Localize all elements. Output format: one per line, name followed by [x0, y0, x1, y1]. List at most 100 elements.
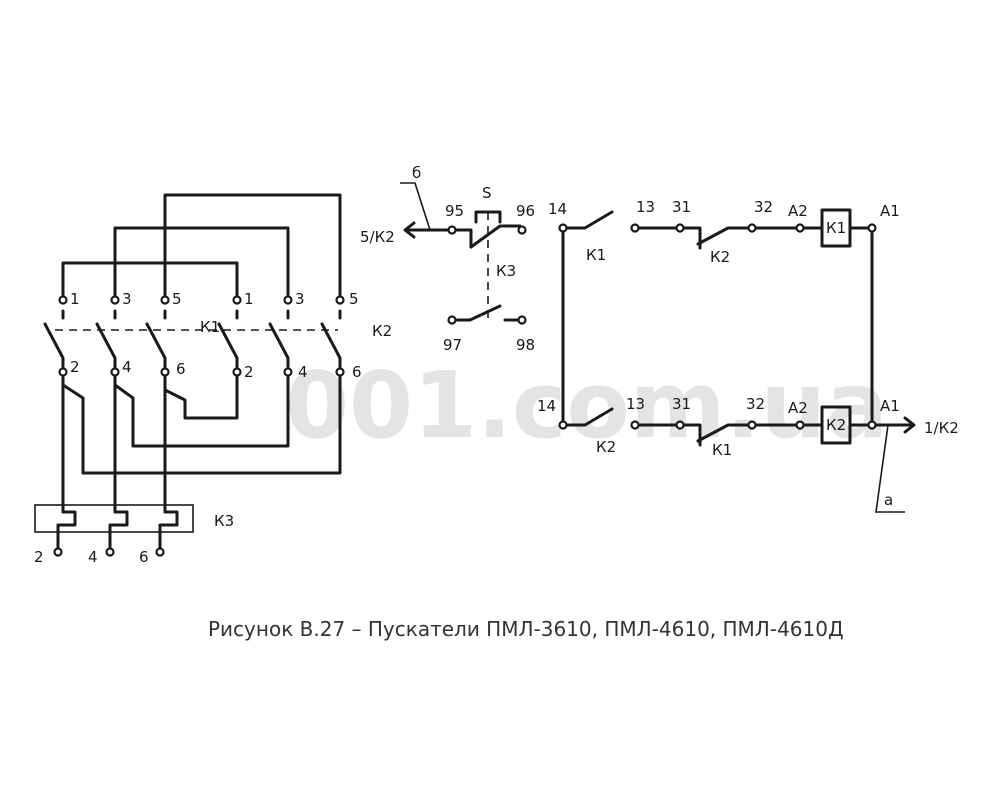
thermal-relay-box	[34, 504, 194, 533]
bus-loop-5	[163, 193, 342, 302]
contact-blade-3	[145, 309, 167, 374]
rung2-k2-contact	[563, 407, 614, 427]
rung2-terminal-a2: А2	[788, 399, 808, 417]
rung2-terminal-a1: А1	[880, 397, 900, 415]
terminal-dot	[447, 315, 457, 325]
output-label: 6	[139, 548, 149, 566]
terminal-dot	[155, 547, 165, 557]
terminal-dot	[447, 225, 457, 235]
terminal-dot	[630, 223, 640, 233]
terminal-dot	[517, 225, 527, 235]
terminal-dot	[283, 367, 293, 377]
heater-2	[108, 510, 129, 552]
terminal-dot	[160, 295, 170, 305]
terminal-dot	[110, 295, 120, 305]
heater-3	[158, 510, 179, 552]
terminal-dot	[232, 295, 242, 305]
terminal-dot	[795, 223, 805, 233]
contact-blade-4	[217, 309, 239, 374]
terminal-dot	[232, 367, 242, 377]
terminal-label-98: 98	[516, 336, 535, 354]
contact-blade-2	[95, 309, 117, 374]
label-b: б	[412, 164, 421, 182]
terminal-dot	[675, 420, 685, 430]
leader-b	[400, 182, 431, 231]
rung2-label-k2: К2	[596, 438, 616, 456]
terminal-label-96: 96	[516, 202, 535, 220]
terminal-dot	[630, 420, 640, 430]
contact-blade-6	[320, 309, 342, 374]
terminal-dot	[558, 223, 568, 233]
figure-caption: Рисунок В.27 – Пускатели ПМЛ-3610, ПМЛ-4…	[208, 617, 844, 641]
link-label-1k2: 1/К2	[924, 419, 959, 437]
terminal-dot	[867, 420, 877, 430]
terminal-dot	[58, 367, 68, 377]
rung1-label-k1: К1	[586, 246, 606, 264]
arrow-head-left	[403, 221, 416, 239]
terminal-label-top: 3	[122, 290, 132, 308]
terminal-dot	[53, 547, 63, 557]
label-a: а	[884, 491, 893, 509]
terminal-dot	[558, 420, 568, 430]
terminal-dot	[747, 420, 757, 430]
crosswire-4-4	[113, 370, 290, 448]
terminal-dot	[160, 367, 170, 377]
terminal-label-top: 5	[172, 290, 182, 308]
rung2-terminal-13: 13	[626, 395, 645, 413]
terminal-dot	[58, 295, 68, 305]
rung2-k1-contact	[680, 423, 754, 447]
label-k3: К3	[496, 262, 516, 280]
terminal-dot	[110, 367, 120, 377]
leader-a	[875, 424, 905, 513]
rung1-terminal-31: 31	[672, 198, 691, 216]
crosswire-6-2	[163, 370, 239, 420]
rung1-k1-contact	[563, 210, 614, 230]
link-label-5k2: 5/К2	[360, 228, 395, 246]
contact-blade-1	[43, 309, 65, 374]
terminal-label-bottom: 2	[244, 363, 254, 381]
heater-1	[56, 510, 77, 552]
arrow-head-right	[903, 416, 916, 434]
rung2-terminal-32: 32	[746, 395, 765, 413]
contactor-label-k1: К1	[200, 318, 220, 336]
stub-95	[450, 228, 473, 249]
terminal-dot	[747, 223, 757, 233]
terminal-dot	[105, 547, 115, 557]
contact-95-96	[469, 224, 522, 249]
terminal-label-top: 5	[349, 290, 359, 308]
terminal-label-top: 3	[295, 290, 305, 308]
terminal-dot	[283, 295, 293, 305]
rung1-k2-contact	[680, 226, 754, 250]
coil-k2-label: К2	[826, 416, 846, 434]
rung1-terminal-a2: А2	[788, 202, 808, 220]
rung1-label-k2: К2	[710, 248, 730, 266]
rung1-terminal-14: 14	[548, 200, 567, 218]
rung2-label-k1: К1	[712, 441, 732, 459]
terminal-dot	[517, 315, 527, 325]
terminal-label-97: 97	[443, 336, 462, 354]
contact-blade-5	[268, 309, 290, 374]
rung2-terminal-31: 31	[672, 395, 691, 413]
contactor-label-k2: К2	[372, 322, 392, 340]
bus-loop-1	[61, 261, 239, 302]
control-ladder: 14 К1 13 31 К2 32 А2 К1 А1 14 К2 13 31 К…	[537, 198, 959, 513]
rung1-terminal-13: 13	[636, 198, 655, 216]
terminal-dot	[335, 295, 345, 305]
rung2-terminal-14: 14	[537, 397, 556, 415]
terminal-dot	[675, 223, 685, 233]
terminal-dot	[335, 367, 345, 377]
output-label: 2	[34, 548, 44, 566]
watermark: 001.com.ua	[285, 352, 888, 459]
coil-k1-label: К1	[826, 219, 846, 237]
terminal-label-bottom: 4	[122, 358, 132, 376]
thermal-relay-contacts: б S 5/К2 95 96 К3 97 98	[360, 164, 535, 354]
terminal-label-top: 1	[244, 290, 254, 308]
contact-97-98	[450, 304, 522, 322]
terminal-dot	[867, 223, 877, 233]
rung1-terminal-32: 32	[754, 198, 773, 216]
terminal-label-bottom: 6	[352, 363, 362, 381]
terminal-label-95: 95	[445, 202, 464, 220]
terminal-label-bottom: 2	[70, 358, 80, 376]
output-label: 4	[88, 548, 98, 566]
